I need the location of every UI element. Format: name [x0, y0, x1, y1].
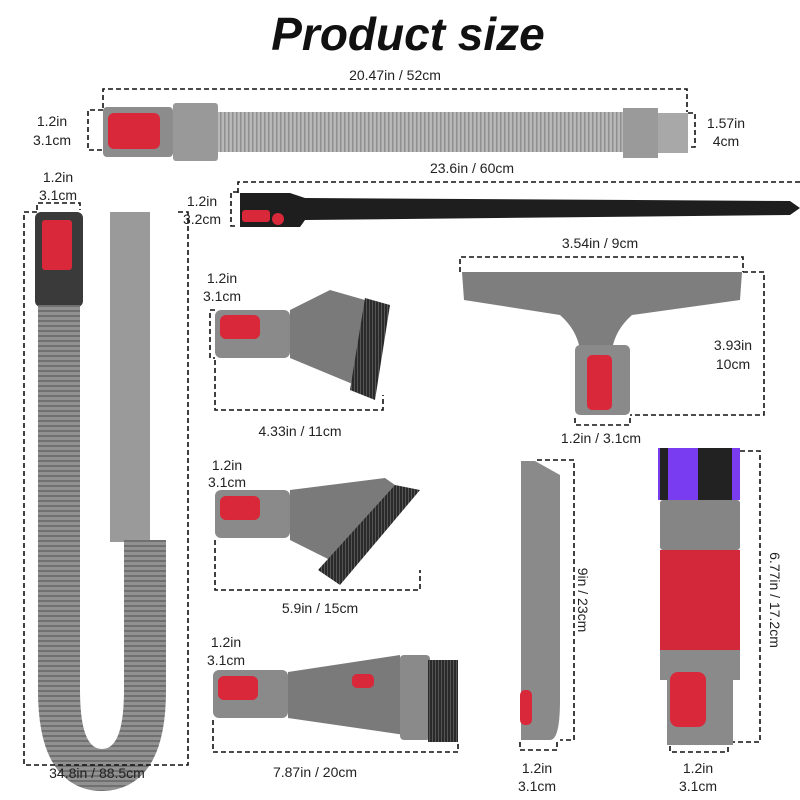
soft-dust-brush	[658, 448, 740, 745]
extension-hose	[103, 103, 688, 161]
width-dimension-line	[459, 256, 744, 272]
combination-brush	[213, 655, 458, 742]
dimension-label: 7.87in / 20cm	[273, 764, 357, 780]
length-dimension-line	[537, 459, 575, 741]
diameter-dimension-line	[574, 418, 631, 426]
diameter-dimension-line	[230, 191, 238, 227]
dimension-label: 4.33in / 11cm	[258, 423, 341, 439]
length-dimension-line	[23, 211, 189, 766]
release-button-icon	[108, 113, 160, 149]
length-dimension-line	[102, 88, 688, 112]
dimension-label: 1.2in	[207, 270, 237, 286]
diameter-dimension-line	[209, 309, 215, 359]
dimension-label: 3.1cm	[39, 187, 77, 203]
diameter-dimension-line	[669, 746, 729, 753]
dimension-label: 6.77in / 17.2cm	[767, 552, 783, 648]
dimension-label: 3.54in / 9cm	[562, 235, 638, 251]
length-dimension-line	[214, 360, 384, 411]
page-title: Product size	[271, 8, 545, 60]
flexible-hose	[35, 212, 166, 792]
dimension-label: 20.47in / 52cm	[349, 67, 441, 83]
mini-soft-brush	[215, 290, 390, 400]
length-dimension-line	[214, 540, 421, 591]
dimension-label: 4cm	[713, 133, 739, 149]
dimension-label: 1.2in	[37, 113, 67, 129]
diameter-dimension-line	[519, 742, 558, 751]
diameter-dimension-line	[36, 202, 81, 210]
dimension-label: 1.2in / 3.1cm	[561, 430, 641, 446]
dimension-label: 3.1cm	[208, 474, 246, 490]
dimension-label: 3.1cm	[679, 778, 717, 794]
dimension-label: 1.57in	[707, 115, 745, 131]
length-dimension-line	[733, 450, 761, 743]
stiff-bristle-brush	[215, 478, 420, 585]
diameter-dimension-line	[688, 112, 696, 148]
dimension-label: 1.2in	[43, 169, 73, 185]
diameter-dimension-line	[87, 109, 103, 151]
length-dimension-line	[212, 720, 459, 753]
dimension-label: 3.1cm	[203, 288, 241, 304]
dimension-label: 1.2in	[211, 634, 241, 650]
dimension-label: 1.2in	[212, 457, 242, 473]
dimension-label: 9in / 23cm	[575, 568, 591, 633]
long-crevice-tool	[240, 193, 800, 227]
dimension-label: 3.2cm	[183, 211, 221, 227]
dimension-label: 34.8in / 88.5cm	[49, 765, 145, 781]
dimension-label: 1.2in	[683, 760, 713, 776]
dimension-label: 5.9in / 15cm	[282, 600, 358, 616]
dimension-label: 1.2in	[522, 760, 552, 776]
dimension-label: 3.93in	[714, 337, 752, 353]
length-dimension-line	[237, 181, 800, 193]
dimension-label: 1.2in	[187, 193, 217, 209]
dimension-label: 3.1cm	[518, 778, 556, 794]
dimension-label: 3.1cm	[207, 652, 245, 668]
crevice-tool	[520, 461, 560, 740]
dimension-label: 3.1cm	[33, 132, 71, 148]
wide-nozzle	[462, 272, 742, 415]
dimension-label: 10cm	[716, 356, 750, 372]
height-dimension-line	[630, 271, 765, 416]
dimension-label: 23.6in / 60cm	[430, 160, 514, 176]
